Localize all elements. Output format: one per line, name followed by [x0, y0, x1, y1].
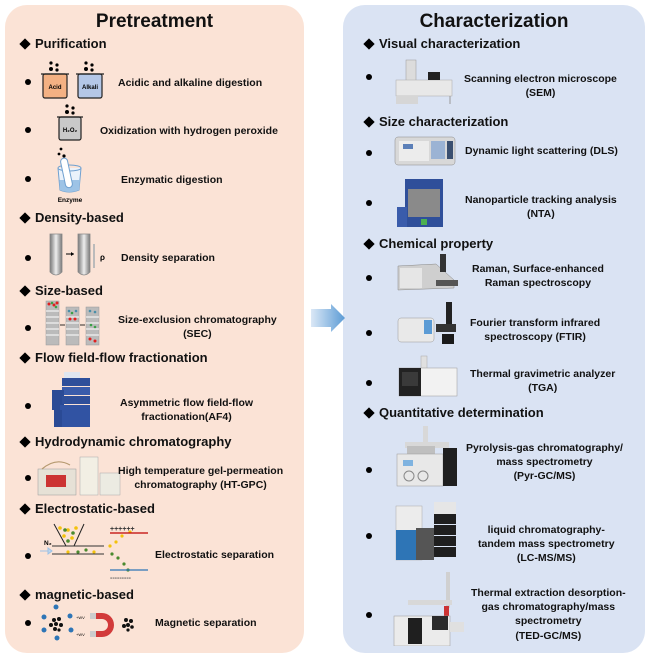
bullet-dot: [366, 612, 372, 618]
bullet-dot: [25, 127, 31, 133]
diamond-bullet-icon: [363, 238, 375, 250]
acid-text: Acid: [48, 85, 61, 91]
rho-text: ρ: [100, 253, 105, 262]
diamond-bullet-icon: [19, 285, 31, 297]
diamond-bullet-icon: [19, 589, 31, 601]
bullet-dot: [366, 275, 372, 281]
n2-text: N₂: [44, 540, 52, 547]
af4-instrument-icon: [52, 372, 90, 427]
item-oxidization-h2o2: Oxidization with hydrogen peroxide: [100, 125, 278, 137]
pretreatment-title: Pretreatment: [95, 11, 214, 32]
flow-arrow-icon: [311, 304, 345, 332]
enzyme-beaker-icon: Enzyme: [57, 147, 83, 204]
section-flow-fff: Flow field-flow fractionation: [18, 350, 208, 365]
diamond-bullet-icon: [19, 38, 31, 50]
diamond-bullet-icon: [19, 212, 31, 224]
item-nta: Nanoparticle tracking analysis(NTA): [465, 194, 617, 221]
pyr-gcms-instrument-icon: [396, 426, 457, 487]
item-dls: Dynamic light scattering (DLS): [465, 145, 618, 157]
section-size-based: Size-based: [18, 283, 103, 298]
enzyme-text: Enzyme: [58, 197, 83, 204]
item-tga: Thermal gravimetric analyzer(TGA): [470, 368, 616, 395]
plus-charges-text: ++++++: [110, 526, 135, 533]
diamond-bullet-icon: [19, 352, 31, 364]
svg-text:+WV: +WV: [76, 615, 85, 620]
lcmsms-instrument-icon: [395, 502, 456, 561]
section-quantitative-determination: Quantitative determination: [362, 405, 544, 420]
bullet-dot: [25, 403, 31, 409]
item-pyr-gcms: Pyrolysis-gas chromatography/mass spectr…: [466, 442, 623, 483]
minus-charges-text: ---------: [110, 575, 132, 580]
section-density-based: Density-based: [18, 210, 124, 225]
item-magnetic-separation: Magnetic separation: [155, 617, 257, 629]
ftir-instrument-icon: [397, 302, 456, 344]
nta-instrument-icon: [397, 179, 443, 227]
item-acid-alkali-digestion: Acidic and alkaline digestion: [118, 77, 263, 89]
bullet-dot: [25, 176, 31, 182]
dls-instrument-icon: [394, 136, 456, 166]
section-size-characterization: Size characterization: [362, 114, 508, 129]
bullet-dot: [25, 553, 31, 559]
section-electrostatic: Electrostatic-based: [18, 501, 155, 516]
bullet-dot: [366, 380, 372, 386]
item-tedgcms: Thermal extraction desorption-gas chroma…: [471, 587, 626, 642]
magnet-icon: +WV +WV: [41, 604, 134, 641]
item-sec: Size-exclusion chromatography(SEC): [118, 314, 277, 341]
item-lcmsms: liquid chromatography-tandem mass spectr…: [478, 524, 615, 565]
h2o2-beaker-icon: H₂O₂: [57, 104, 83, 141]
raman-instrument-icon: [397, 254, 458, 291]
item-enzymatic-digestion: Enzymatic digestion: [121, 174, 223, 186]
section-purification: Purification: [18, 36, 107, 51]
section-magnetic: magnetic-based: [18, 587, 134, 602]
acid-alkali-beakers-icon: Acid Alkali: [41, 61, 104, 99]
bullet-dot: [25, 475, 31, 481]
section-hydrodynamic: Hydrodynamic chromatography: [18, 434, 232, 449]
bullet-dot: [366, 150, 372, 156]
item-sem: Scanning electron microscope(SEM): [464, 73, 617, 100]
bullet-dot: [25, 79, 31, 85]
electrostatic-separator-icon: N₂ ++++++ ---------: [40, 523, 148, 580]
section-chemical-property: Chemical property: [362, 236, 493, 251]
diamond-bullet-icon: [363, 407, 375, 419]
diamond-bullet-icon: [19, 503, 31, 515]
bullet-dot: [25, 325, 31, 331]
bullet-dot: [366, 330, 372, 336]
bullet-dot: [366, 467, 372, 473]
diamond-bullet-icon: [363, 38, 375, 50]
alkali-text: Alkali: [82, 85, 98, 91]
characterization-panel: Characterization: [343, 5, 645, 653]
diamond-bullet-icon: [19, 436, 31, 448]
svg-text:+WV: +WV: [76, 632, 85, 637]
ht-gpc-instrument-icon: [37, 456, 121, 496]
item-electrostatic-separation: Electrostatic separation: [155, 549, 275, 561]
bullet-dot: [366, 200, 372, 206]
item-density-separation: Density separation: [121, 252, 215, 264]
characterization-title: Characterization: [419, 11, 569, 32]
tedgcms-instrument-icon: [393, 572, 464, 646]
bullet-dot: [366, 74, 372, 80]
sec-columns-icon: [45, 300, 100, 346]
bullet-dot: [366, 533, 372, 539]
section-visual-characterization: Visual characterization: [362, 36, 520, 51]
bullet-dot: [25, 620, 31, 626]
bullet-dot: [25, 255, 31, 261]
density-tubes-icon: ρ: [49, 233, 105, 276]
diamond-bullet-icon: [363, 116, 375, 128]
tga-instrument-icon: [398, 355, 458, 397]
h2o2-text: H₂O₂: [63, 128, 78, 134]
sem-instrument-icon: [395, 59, 453, 104]
